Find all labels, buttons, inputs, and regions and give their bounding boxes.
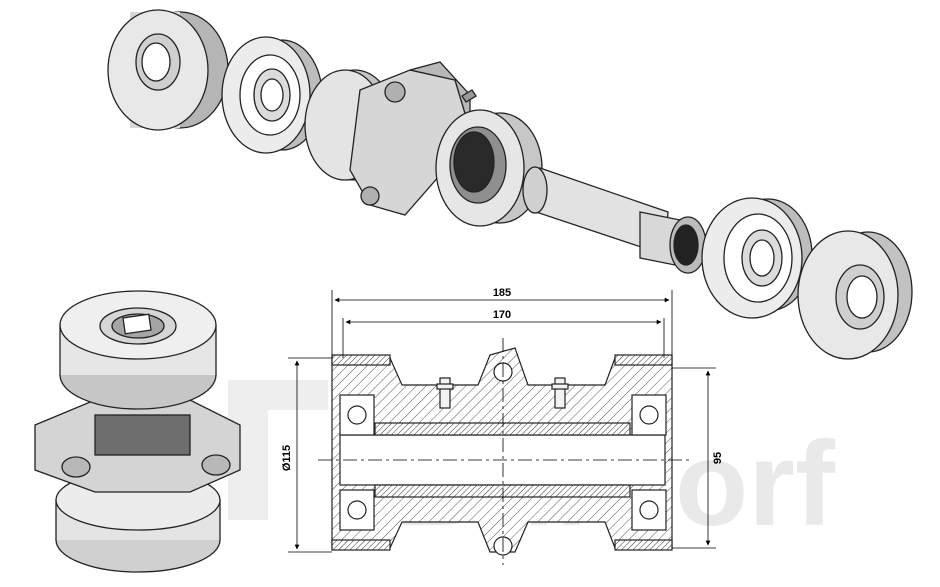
left-bearing-section [339, 394, 375, 531]
dimension-inner-length: 170 [493, 309, 511, 321]
shaft-lower-wall [374, 484, 631, 498]
right-bearing [701, 197, 813, 319]
flange-housing [349, 61, 477, 216]
right-sleeve [435, 109, 543, 227]
section-drawing [288, 290, 716, 565]
right-bearing-section [631, 394, 667, 531]
dimension-overall-length: 185 [493, 287, 511, 299]
left-end-cap [107, 9, 229, 131]
shaft [522, 166, 707, 274]
dimension-outer-diameter: Ø115 [281, 445, 293, 471]
grease-nipple-right [551, 377, 569, 409]
assembled-view [34, 290, 241, 573]
right-end-cap [797, 230, 913, 360]
grease-nipple-left [436, 377, 454, 409]
exploded-view [107, 9, 913, 360]
shaft-upper-wall [374, 422, 631, 436]
left-bearing [221, 36, 323, 154]
dimension-inner-diameter: 95 [712, 452, 724, 464]
